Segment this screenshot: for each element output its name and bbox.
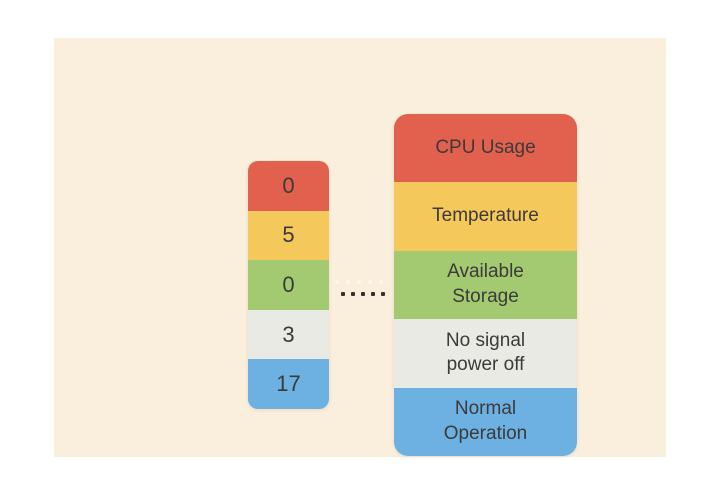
status-legend-column: CPU Usage Temperature Available Storage … (394, 114, 577, 456)
count-segment-temperature: 5 (248, 210, 329, 261)
dot (381, 292, 385, 296)
legend-segment-normal-operation: Normal Operation (394, 387, 577, 456)
dotted-line-highlight (335, 280, 383, 284)
count-segment-normal-operation: 17 (248, 359, 329, 409)
dot (335, 280, 339, 284)
dot (361, 292, 365, 296)
status-counts-column: 0 5 0 3 17 (248, 161, 329, 409)
count-segment-no-signal-power-off: 3 (248, 309, 329, 360)
count-segment-available-storage: 0 (248, 260, 329, 310)
dot (346, 280, 350, 284)
count-segment-cpu-usage: 0 (248, 161, 329, 211)
dot (341, 292, 345, 296)
legend-segment-temperature: Temperature (394, 182, 577, 251)
dotted-line (341, 292, 385, 296)
dot (368, 280, 372, 284)
legend-segment-available-storage: Available Storage (394, 250, 577, 320)
dot (357, 280, 361, 284)
dot (379, 280, 383, 284)
legend-segment-cpu-usage: CPU Usage (394, 114, 577, 183)
dot (371, 292, 375, 296)
legend-segment-no-signal-power-off: No signal power off (394, 319, 577, 388)
dotted-connector (333, 276, 391, 300)
dot (351, 292, 355, 296)
background-panel: 0 5 0 3 17 CPU Usage Tem (54, 38, 666, 457)
